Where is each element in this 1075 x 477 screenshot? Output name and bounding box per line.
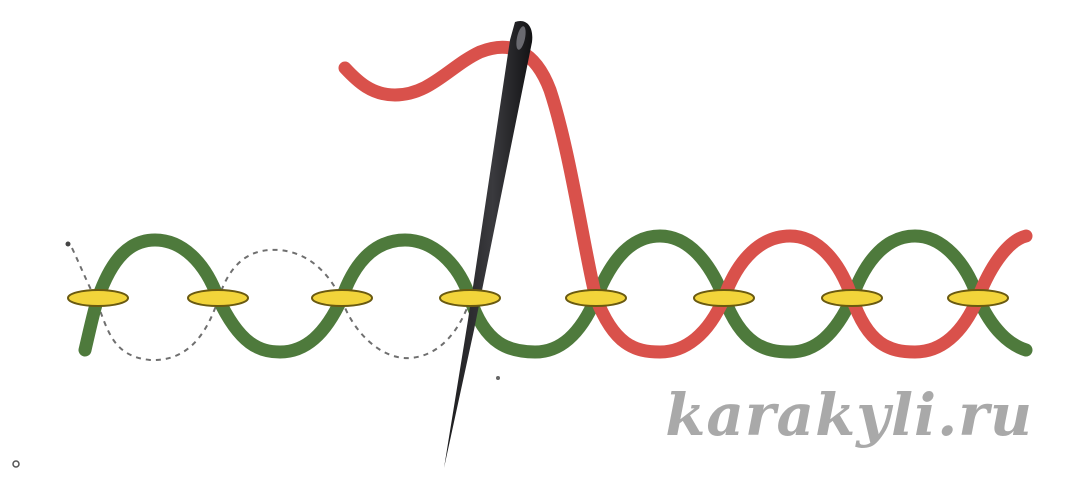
- bead-2: [188, 290, 248, 306]
- bead-8: [948, 290, 1008, 306]
- bead-5: [566, 290, 626, 306]
- beads: [68, 290, 1008, 306]
- bead-7: [822, 290, 882, 306]
- bead-3: [312, 290, 372, 306]
- watermark-text: karakyli.ru: [665, 386, 1033, 444]
- needle: [444, 21, 532, 468]
- bead-1: [68, 290, 128, 306]
- red-thread-lower: [596, 298, 978, 352]
- bead-6: [694, 290, 754, 306]
- bead-4: [440, 290, 500, 306]
